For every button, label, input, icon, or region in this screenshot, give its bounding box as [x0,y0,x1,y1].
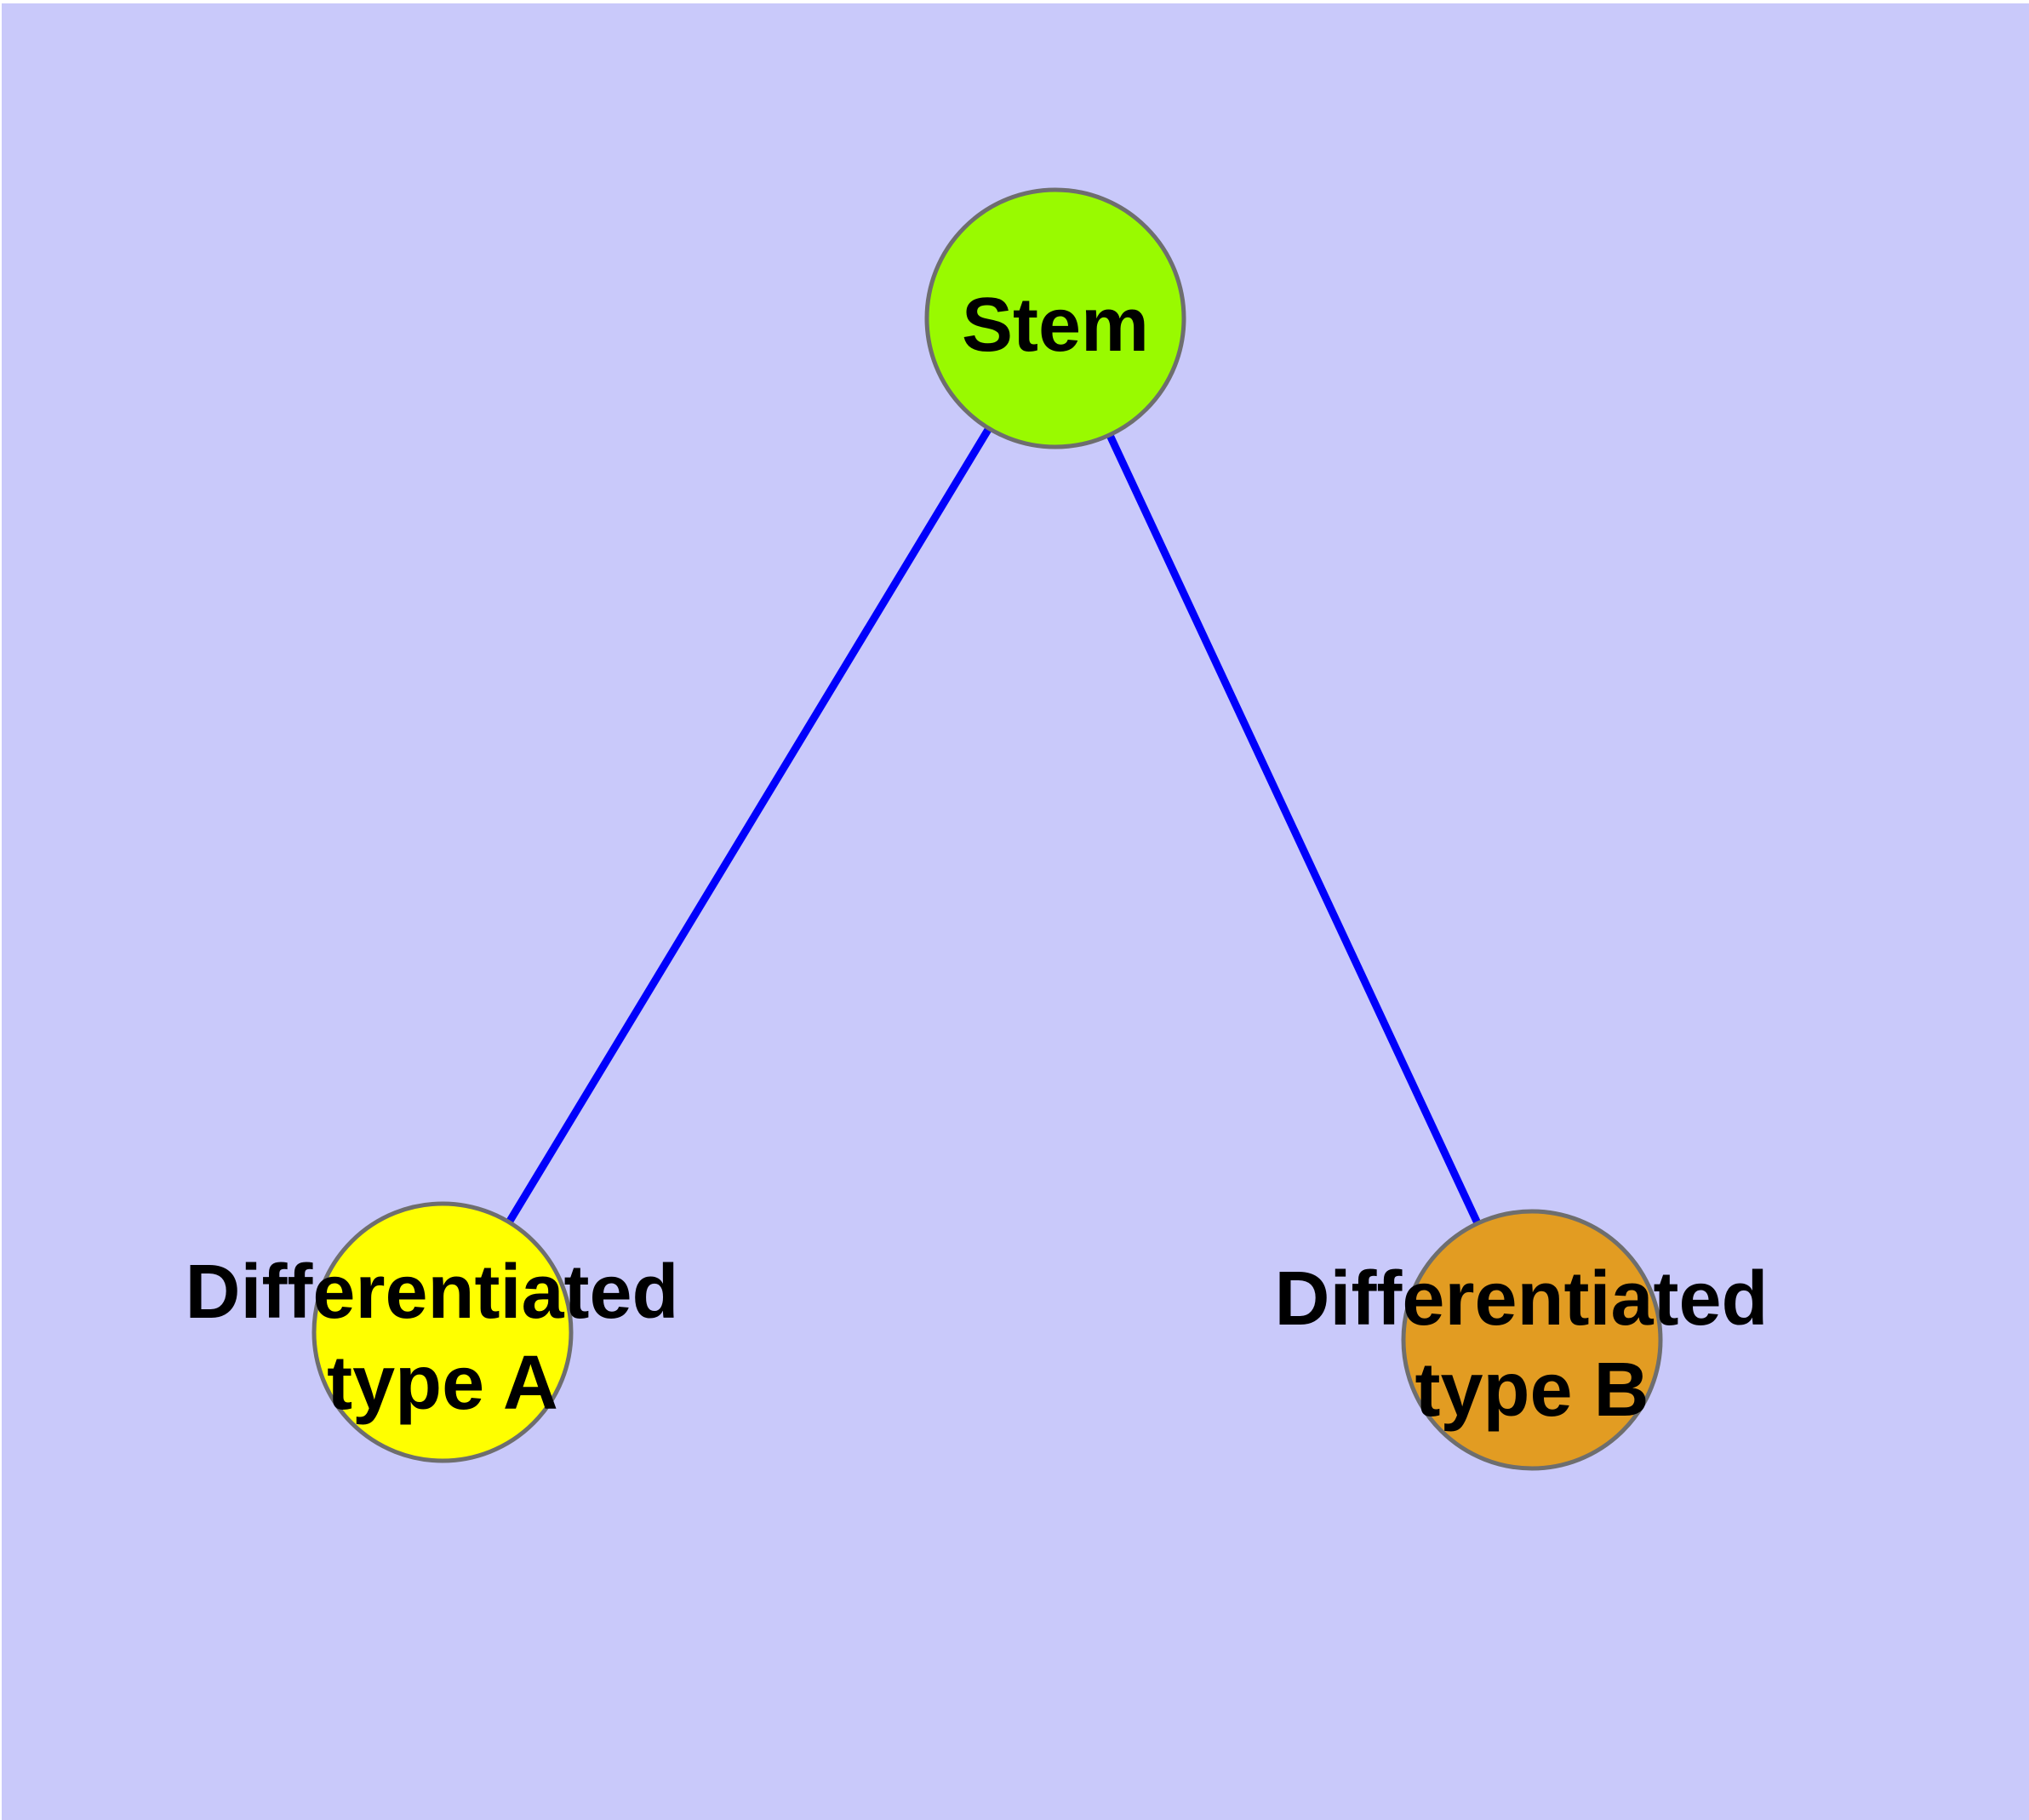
edge-stem-to-type-a [439,316,1059,1335]
node-differentiated-type-b-label: Differentiated type B [1274,1256,1789,1433]
node-differentiated-type-b [1401,1209,1663,1471]
node-stem-label-line1: Stem [962,283,1149,368]
node-stem-label: Stem [962,283,1149,368]
node-differentiated-type-a-label: Differentiated type A [185,1250,700,1426]
node-differentiated-type-b-label-line1: Differentiated [1274,1256,1768,1342]
node-stem [924,187,1186,449]
node-differentiated-type-a-label-line2: type A [327,1341,558,1426]
node-differentiated-type-a [311,1201,574,1463]
edge-stem-to-type-b [1051,317,1536,1342]
node-differentiated-type-a-label-line1: Differentiated [185,1250,678,1335]
node-differentiated-type-b-label-line2: type B [1415,1348,1649,1433]
